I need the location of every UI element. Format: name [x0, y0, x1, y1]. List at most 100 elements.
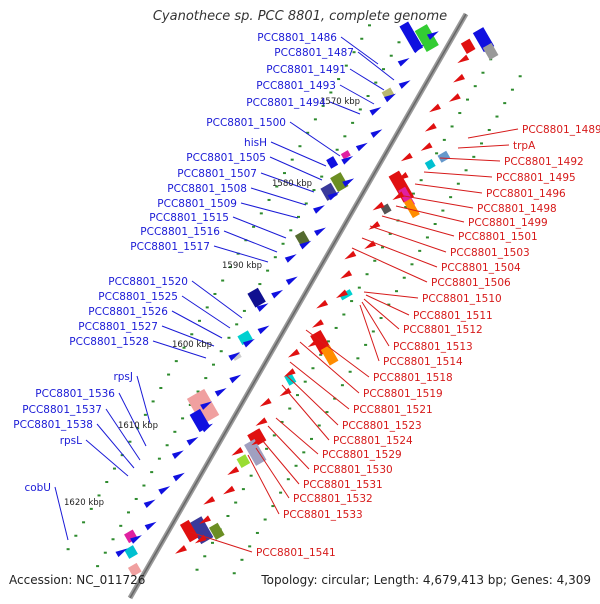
tick-mark — [387, 303, 391, 306]
gene-label-left: rpsL — [60, 435, 82, 447]
gene-feature — [236, 454, 251, 468]
gene-label-left: PCC8801_1500 — [206, 117, 286, 129]
connector-right-7 — [381, 215, 455, 237]
tick-mark — [320, 175, 324, 178]
connector-left-8 — [260, 172, 315, 193]
tick-mark — [472, 155, 476, 158]
tick-mark — [66, 548, 70, 551]
reverse-strand-arrow — [175, 545, 187, 554]
gene-label-left: rpsJ — [113, 371, 133, 383]
tick-mark — [174, 360, 178, 363]
gene-label-right: PCC8801_1521 — [353, 404, 433, 416]
gene-label-right: PCC8801_1524 — [333, 435, 413, 447]
tick-mark — [219, 350, 223, 353]
tick-mark — [397, 41, 401, 44]
tick-mark — [425, 236, 429, 239]
forward-strand-arrow — [186, 437, 199, 446]
gene-label-left: PCC8801_1528 — [69, 336, 149, 348]
connector-right-18 — [289, 361, 350, 410]
reverse-strand-arrow — [335, 289, 348, 299]
reverse-strand-arrow — [420, 142, 433, 151]
forward-strand-arrow — [130, 535, 142, 544]
tick-mark — [120, 454, 124, 457]
gene-feature — [179, 519, 199, 543]
tick-mark — [435, 152, 439, 155]
tick-mark — [173, 430, 177, 433]
gene-feature — [381, 87, 395, 100]
reverse-strand-arrow — [392, 191, 405, 200]
gene-features — [115, 21, 499, 577]
gene-label-right: PCC8801_1504 — [441, 262, 521, 274]
connector-left-0 — [340, 36, 379, 65]
forward-strand-arrow — [229, 374, 242, 384]
forward-strand-arrow — [370, 129, 383, 138]
tick-mark — [518, 75, 522, 78]
tick-mark — [321, 104, 325, 107]
gene-feature — [330, 172, 349, 193]
tick-mark — [410, 263, 414, 266]
tick-mark — [302, 451, 306, 454]
gene-feature — [424, 158, 436, 170]
tick-mark — [382, 68, 386, 71]
gene-label-left: PCC8801_1537 — [22, 404, 102, 416]
reverse-strand-arrow — [223, 485, 235, 495]
reverse-strand-arrow — [203, 496, 216, 505]
tick-mark — [143, 413, 147, 416]
reverse-strand-arrow — [227, 466, 240, 475]
tick-mark — [290, 158, 294, 161]
forward-strand-arrow — [369, 107, 382, 116]
connector-right-24 — [255, 447, 290, 499]
tick-mark — [159, 386, 163, 389]
gene-label-right: PCC8801_1519 — [363, 388, 443, 400]
tick-mark — [128, 440, 132, 443]
connector-left-3 — [339, 84, 375, 105]
tick-mark — [181, 417, 185, 420]
forward-strand-arrow — [299, 240, 312, 250]
gene-label-right: PCC8801_1541 — [256, 547, 336, 559]
connector-left-20 — [118, 392, 147, 447]
gene-label-right: PCC8801_1514 — [383, 356, 463, 368]
reverse-strand-arrow — [287, 348, 300, 358]
tick-mark — [119, 524, 123, 527]
tick-mark — [275, 185, 279, 188]
tick-mark — [136, 427, 140, 430]
connector-right-3 — [423, 171, 493, 178]
scale-label: 1590 kbp — [222, 261, 262, 271]
gene-feature — [460, 38, 476, 55]
tick-mark — [267, 198, 271, 201]
forward-strand-arrow — [314, 227, 326, 237]
connector-right-19 — [285, 374, 339, 426]
connector-left-23 — [85, 439, 129, 477]
connector-right-13 — [363, 298, 400, 330]
gene-label-right: PCC8801_1529 — [322, 449, 402, 461]
tick-mark — [395, 290, 399, 293]
gene-label-right: PCC8801_1511 — [413, 310, 493, 322]
tick-mark — [495, 115, 499, 118]
gene-feature — [340, 150, 351, 160]
reverse-strand-arrow — [283, 368, 296, 377]
gene-label-left: PCC8801_1493 — [256, 80, 336, 92]
reverse-strand-arrow — [364, 240, 377, 250]
tick-mark — [288, 407, 292, 410]
tick-mark — [234, 501, 238, 504]
gene-label-left: PCC8801_1516 — [140, 226, 220, 238]
tick-mark — [265, 447, 269, 450]
reverse-strand-arrow — [259, 397, 272, 407]
reverse-strand-arrow — [429, 103, 441, 113]
tick-mark — [157, 457, 161, 460]
label-connectors — [54, 36, 519, 553]
scale-label: 1620 kbp — [64, 498, 104, 508]
tick-mark — [134, 497, 138, 500]
tick-mark — [304, 202, 308, 205]
tick-mark — [313, 118, 317, 121]
reverse-strand-arrow — [396, 172, 409, 181]
forward-strand-arrow — [342, 178, 355, 187]
backbone — [127, 12, 469, 600]
forward-strand-arrow — [355, 142, 368, 152]
tick-mark — [433, 223, 437, 226]
tick-mark — [167, 373, 171, 376]
tick-mark — [342, 313, 346, 316]
connector-right-10 — [351, 247, 428, 283]
